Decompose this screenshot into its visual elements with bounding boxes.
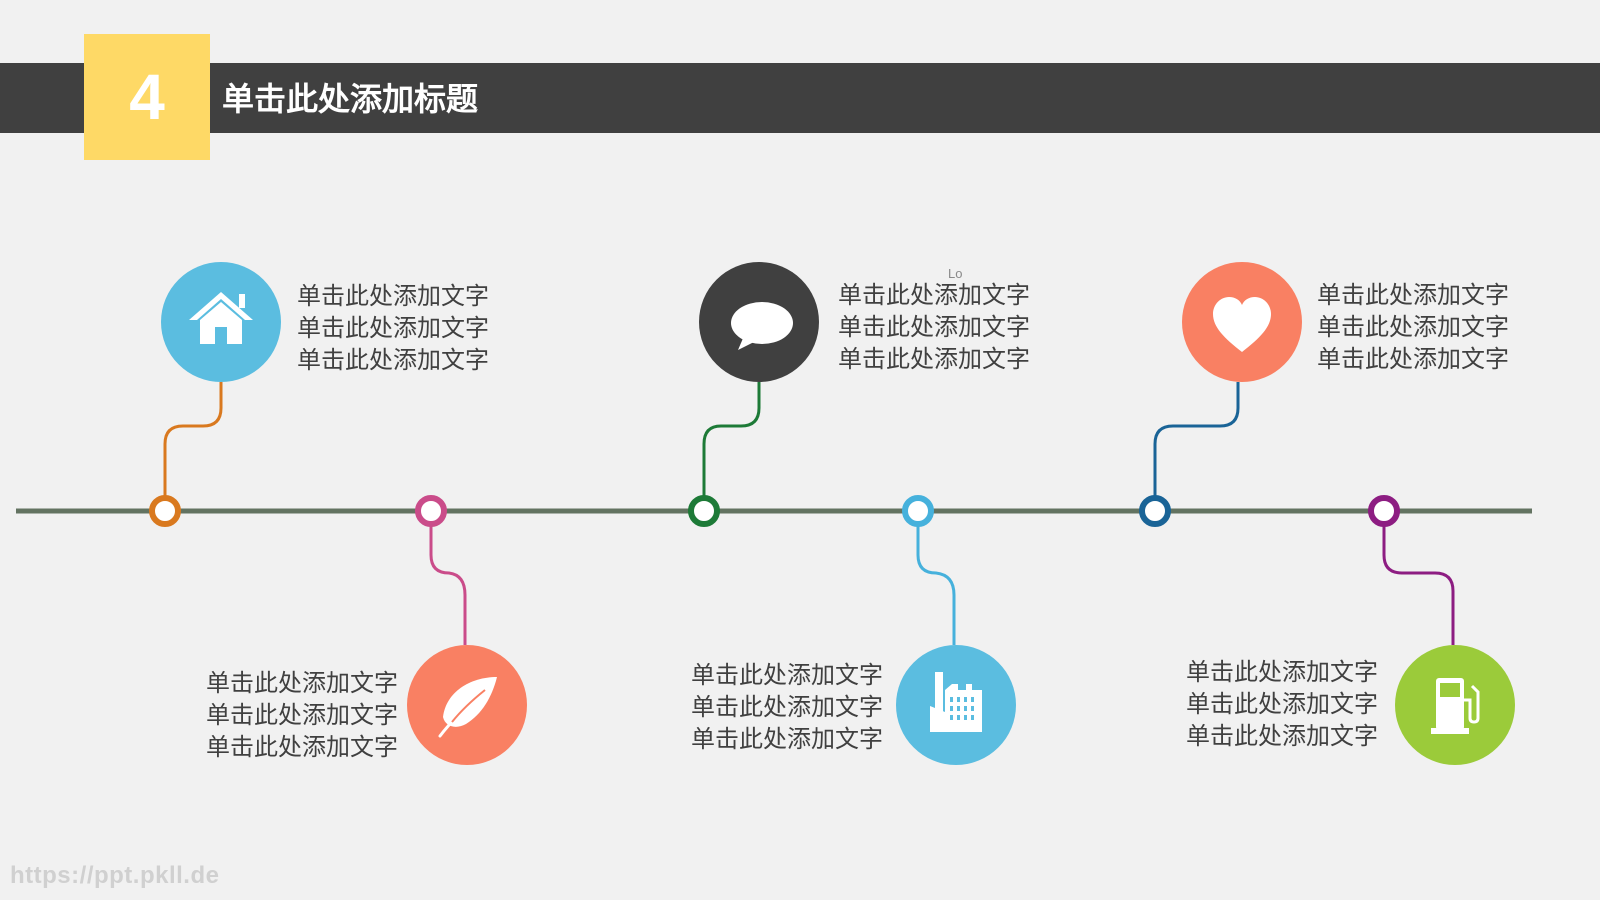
text-block-4[interactable]: 单击此处添加文字 单击此处添加文字 单击此处添加文字 xyxy=(643,659,883,755)
cursor-label: Lo xyxy=(948,266,963,281)
watermark-url: https://ppt.pkll.de xyxy=(10,862,220,889)
text-block-5[interactable]: 单击此处添加文字 单击此处添加文字 单击此处添加文字 xyxy=(1317,279,1557,375)
text-line: 单击此处添加文字 xyxy=(297,346,489,374)
connector-4 xyxy=(916,511,956,645)
timeline-node-2 xyxy=(415,495,447,527)
connector-2 xyxy=(429,511,467,645)
text-line: 单击此处添加文字 xyxy=(1317,313,1509,341)
text-line: 单击此处添加文字 xyxy=(1317,345,1509,373)
connector-3 xyxy=(702,382,761,511)
text-block-1[interactable]: 单击此处添加文字 单击此处添加文字 单击此处添加文字 xyxy=(297,280,537,376)
connector-5 xyxy=(1153,382,1240,511)
milestone-circle-5[interactable] xyxy=(1182,262,1302,382)
timeline-node-4 xyxy=(902,495,934,527)
milestone-circle-6[interactable] xyxy=(1395,645,1515,765)
milestone-circle-1[interactable] xyxy=(161,262,281,382)
speech-bubble-icon xyxy=(731,302,793,350)
house-icon xyxy=(189,292,253,344)
leaf-icon xyxy=(438,677,497,738)
milestone-circle-2[interactable] xyxy=(407,645,527,765)
text-line: 单击此处添加文字 xyxy=(206,669,398,697)
text-line: 单击此处添加文字 xyxy=(1186,722,1378,750)
connector-1 xyxy=(163,382,223,511)
text-block-6[interactable]: 单击此处添加文字 单击此处添加文字 单击此处添加文字 xyxy=(1138,656,1378,752)
text-line: 单击此处添加文字 xyxy=(838,345,1030,373)
text-line: 单击此处添加文字 xyxy=(838,281,1030,309)
factory-icon xyxy=(930,672,982,732)
text-line: 单击此处添加文字 xyxy=(691,725,883,753)
text-line: 单击此处添加文字 xyxy=(691,661,883,689)
text-line: 单击此处添加文字 xyxy=(1186,690,1378,718)
text-block-3[interactable]: 单击此处添加文字 单击此处添加文字 单击此处添加文字 xyxy=(838,279,1078,375)
text-line: 单击此处添加文字 xyxy=(297,282,489,310)
text-line: 单击此处添加文字 xyxy=(206,701,398,729)
fuel-pump-icon xyxy=(1431,678,1480,734)
text-block-2[interactable]: 单击此处添加文字 单击此处添加文字 单击此处添加文字 xyxy=(158,667,398,763)
timeline-node-1 xyxy=(149,495,181,527)
text-line: 单击此处添加文字 xyxy=(691,693,883,721)
text-line: 单击此处添加文字 xyxy=(206,733,398,761)
text-line: 单击此处添加文字 xyxy=(1186,658,1378,686)
heart-icon xyxy=(1213,297,1271,352)
title-bar xyxy=(0,63,1600,133)
slide-title[interactable]: 单击此处添加标题 xyxy=(222,80,479,118)
connector-6 xyxy=(1382,511,1455,645)
section-number-box: 4 xyxy=(84,34,210,160)
section-number: 4 xyxy=(129,61,165,133)
text-line: 单击此处添加文字 xyxy=(297,314,489,342)
timeline-node-3 xyxy=(688,495,720,527)
text-line: 单击此处添加文字 xyxy=(838,313,1030,341)
text-line: 单击此处添加文字 xyxy=(1317,281,1509,309)
milestone-circle-3[interactable] xyxy=(699,262,819,382)
milestone-circle-4[interactable] xyxy=(896,645,1016,765)
timeline-node-6 xyxy=(1368,495,1400,527)
timeline-node-5 xyxy=(1139,495,1171,527)
